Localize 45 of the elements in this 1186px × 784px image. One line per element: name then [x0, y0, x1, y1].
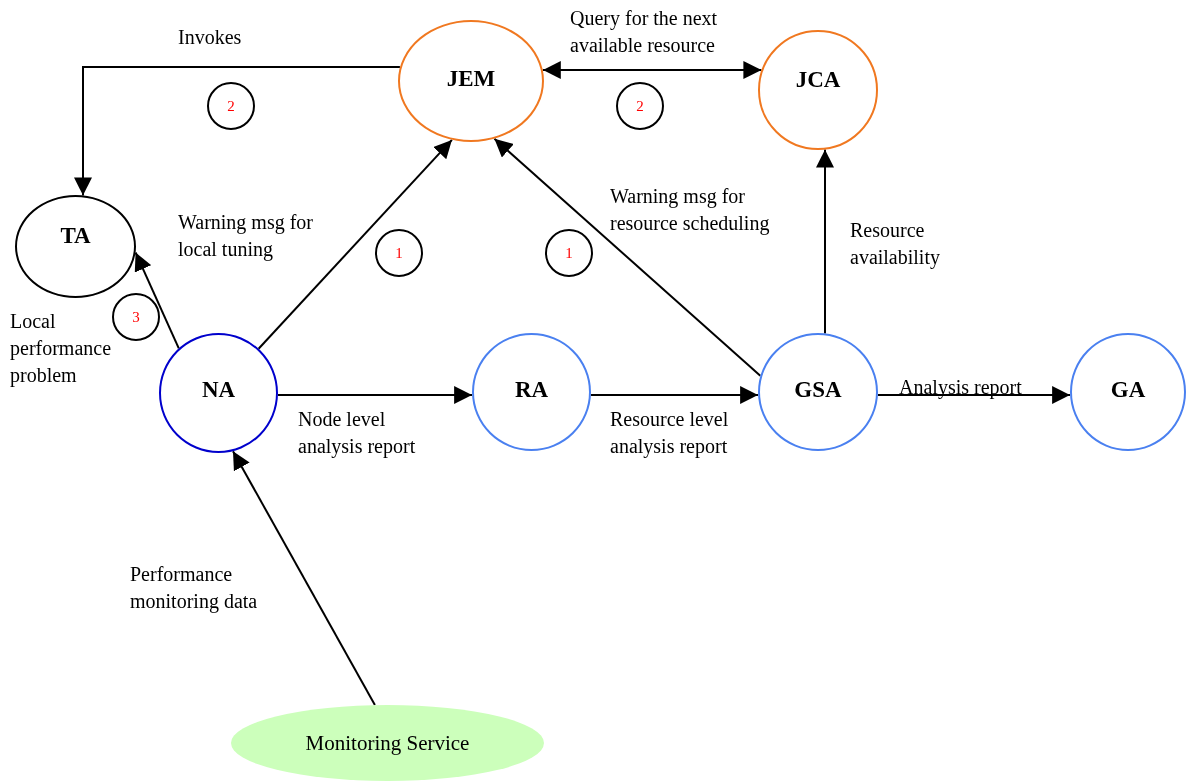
arrow: [277, 386, 474, 404]
node-label: RA: [514, 377, 549, 403]
edge-label: Query for the next available resource: [570, 6, 719, 58]
agent-ellipse: [1070, 333, 1186, 451]
node-label: NA: [201, 377, 236, 403]
agent-ellipse: [15, 195, 136, 298]
arrow: [493, 137, 762, 377]
arrow: [541, 61, 763, 79]
node-label: GA: [1110, 377, 1146, 403]
node-label: JEM: [446, 66, 496, 92]
edge-label: Resource availability: [850, 218, 941, 271]
edge-label: Warning msg for local tuning: [178, 210, 315, 263]
step-number-circle: [616, 82, 664, 130]
edge-label: Node level analysis report: [298, 407, 417, 460]
edge-label: Invokes: [178, 25, 243, 50]
arrow: [257, 138, 453, 350]
node-label: TA: [60, 223, 91, 249]
edge-label: Local performance problem: [10, 309, 113, 389]
step-number-circle: [207, 82, 255, 130]
step-number: 2: [636, 97, 644, 115]
agent-ellipse: [472, 333, 591, 451]
edge-label: Warning msg for resource scheduling: [610, 184, 771, 237]
arrow: [134, 251, 180, 350]
step-number-circle: [545, 229, 593, 277]
agent-ellipse: [398, 20, 544, 142]
step-number: 2: [227, 97, 235, 115]
edge-label: Performance monitoring data: [130, 562, 259, 615]
arrow: [74, 66, 401, 197]
edge-label: Resource level analysis report: [610, 407, 730, 460]
arrow: [816, 148, 834, 335]
step-number-circle: [112, 293, 160, 341]
edge-label: Analysis report: [899, 375, 1023, 401]
agent-ellipse: [159, 333, 278, 453]
arrow: [589, 386, 760, 404]
agent-ellipse: [758, 333, 878, 451]
node-label: JCA: [795, 67, 841, 93]
step-number: 1: [395, 244, 403, 262]
node-label: GSA: [794, 377, 842, 403]
step-number: 3: [132, 308, 140, 326]
arrow: [876, 386, 1072, 404]
step-number-circle: [375, 229, 423, 277]
agent-ellipse: [758, 30, 878, 150]
arrow: [232, 450, 376, 707]
node-label: Monitoring Service: [305, 730, 470, 756]
step-number: 1: [565, 244, 573, 262]
